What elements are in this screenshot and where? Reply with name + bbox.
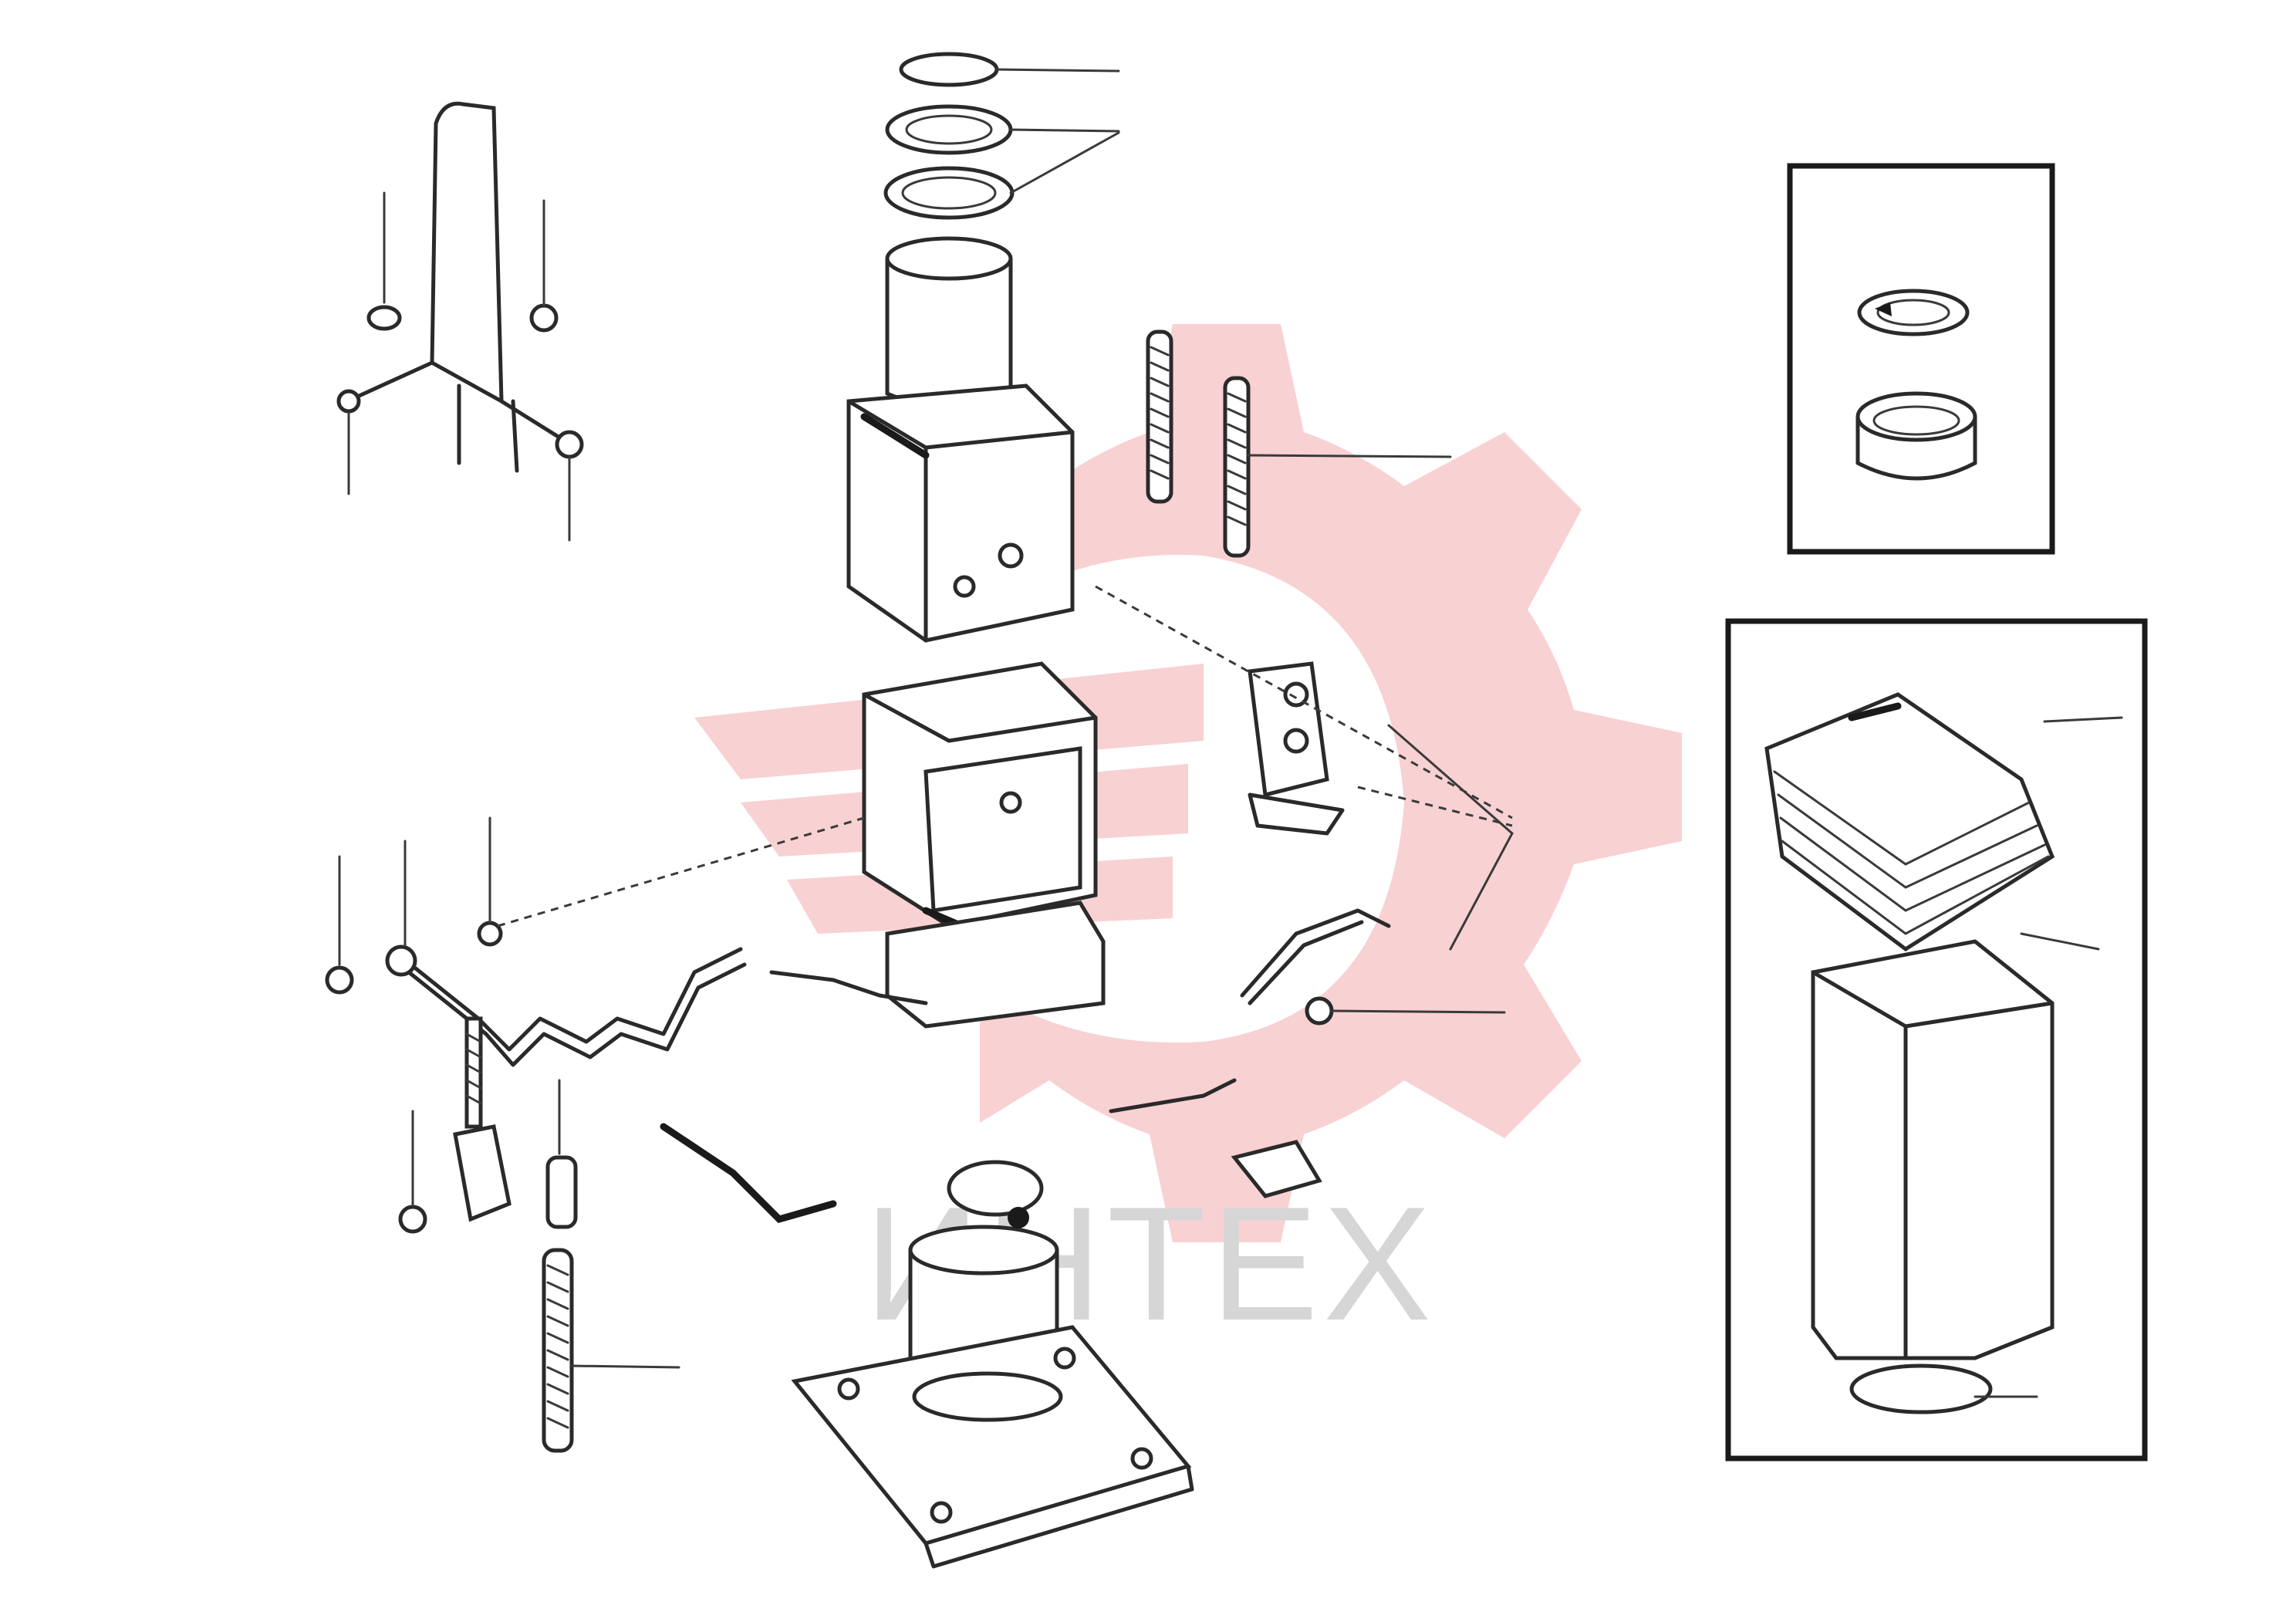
inset-seal-kit [1787, 163, 2055, 555]
seal-ring-stack [883, 52, 1120, 220]
control-linkage-rod [325, 816, 928, 1234]
column-collar [947, 1160, 1044, 1217]
linkage-clevis [453, 1124, 512, 1222]
actuator-nut [1305, 996, 1334, 1026]
linkage-nut [385, 944, 417, 977]
actuator-clip [1231, 1140, 1322, 1198]
linkage-sleeve [545, 1155, 578, 1229]
bracket-washer [366, 305, 402, 331]
upper-valve-block [846, 384, 1075, 643]
bracket-bolt-head [336, 389, 361, 414]
boot-housing [1811, 939, 2055, 1360]
bracket-nut [529, 303, 559, 333]
spring-pair [1146, 329, 1452, 558]
spring [1146, 329, 1173, 504]
rubber-bellows [1764, 692, 2055, 952]
actuator-bracket-assembly [1095, 585, 1514, 1198]
valve-plate [923, 746, 1082, 913]
valve-column-assembly [791, 236, 1194, 1569]
watermark-gear [980, 324, 1682, 1242]
linkage-nut [325, 965, 354, 995]
inset-frame [1787, 163, 2055, 555]
linkage-nut [477, 921, 503, 947]
actuator-bracket [1248, 661, 1329, 798]
seal-ring [899, 52, 999, 87]
actuator-lever [1240, 908, 1391, 998]
boot-base-ring [1849, 1363, 1993, 1414]
base-plate [791, 1325, 1192, 1546]
upper-sleeve [885, 259, 1013, 409]
inset-ring [1857, 289, 1970, 336]
lever-plate [430, 101, 504, 405]
inset-boot-assembly [1725, 618, 2148, 1461]
lever-bracket-assembly [336, 101, 584, 542]
seal-ring [883, 166, 1015, 220]
spring [1223, 376, 1251, 558]
bracket-nut [555, 430, 584, 459]
lower-spring [542, 1248, 680, 1453]
watermark-gear-logo [694, 324, 1682, 1242]
